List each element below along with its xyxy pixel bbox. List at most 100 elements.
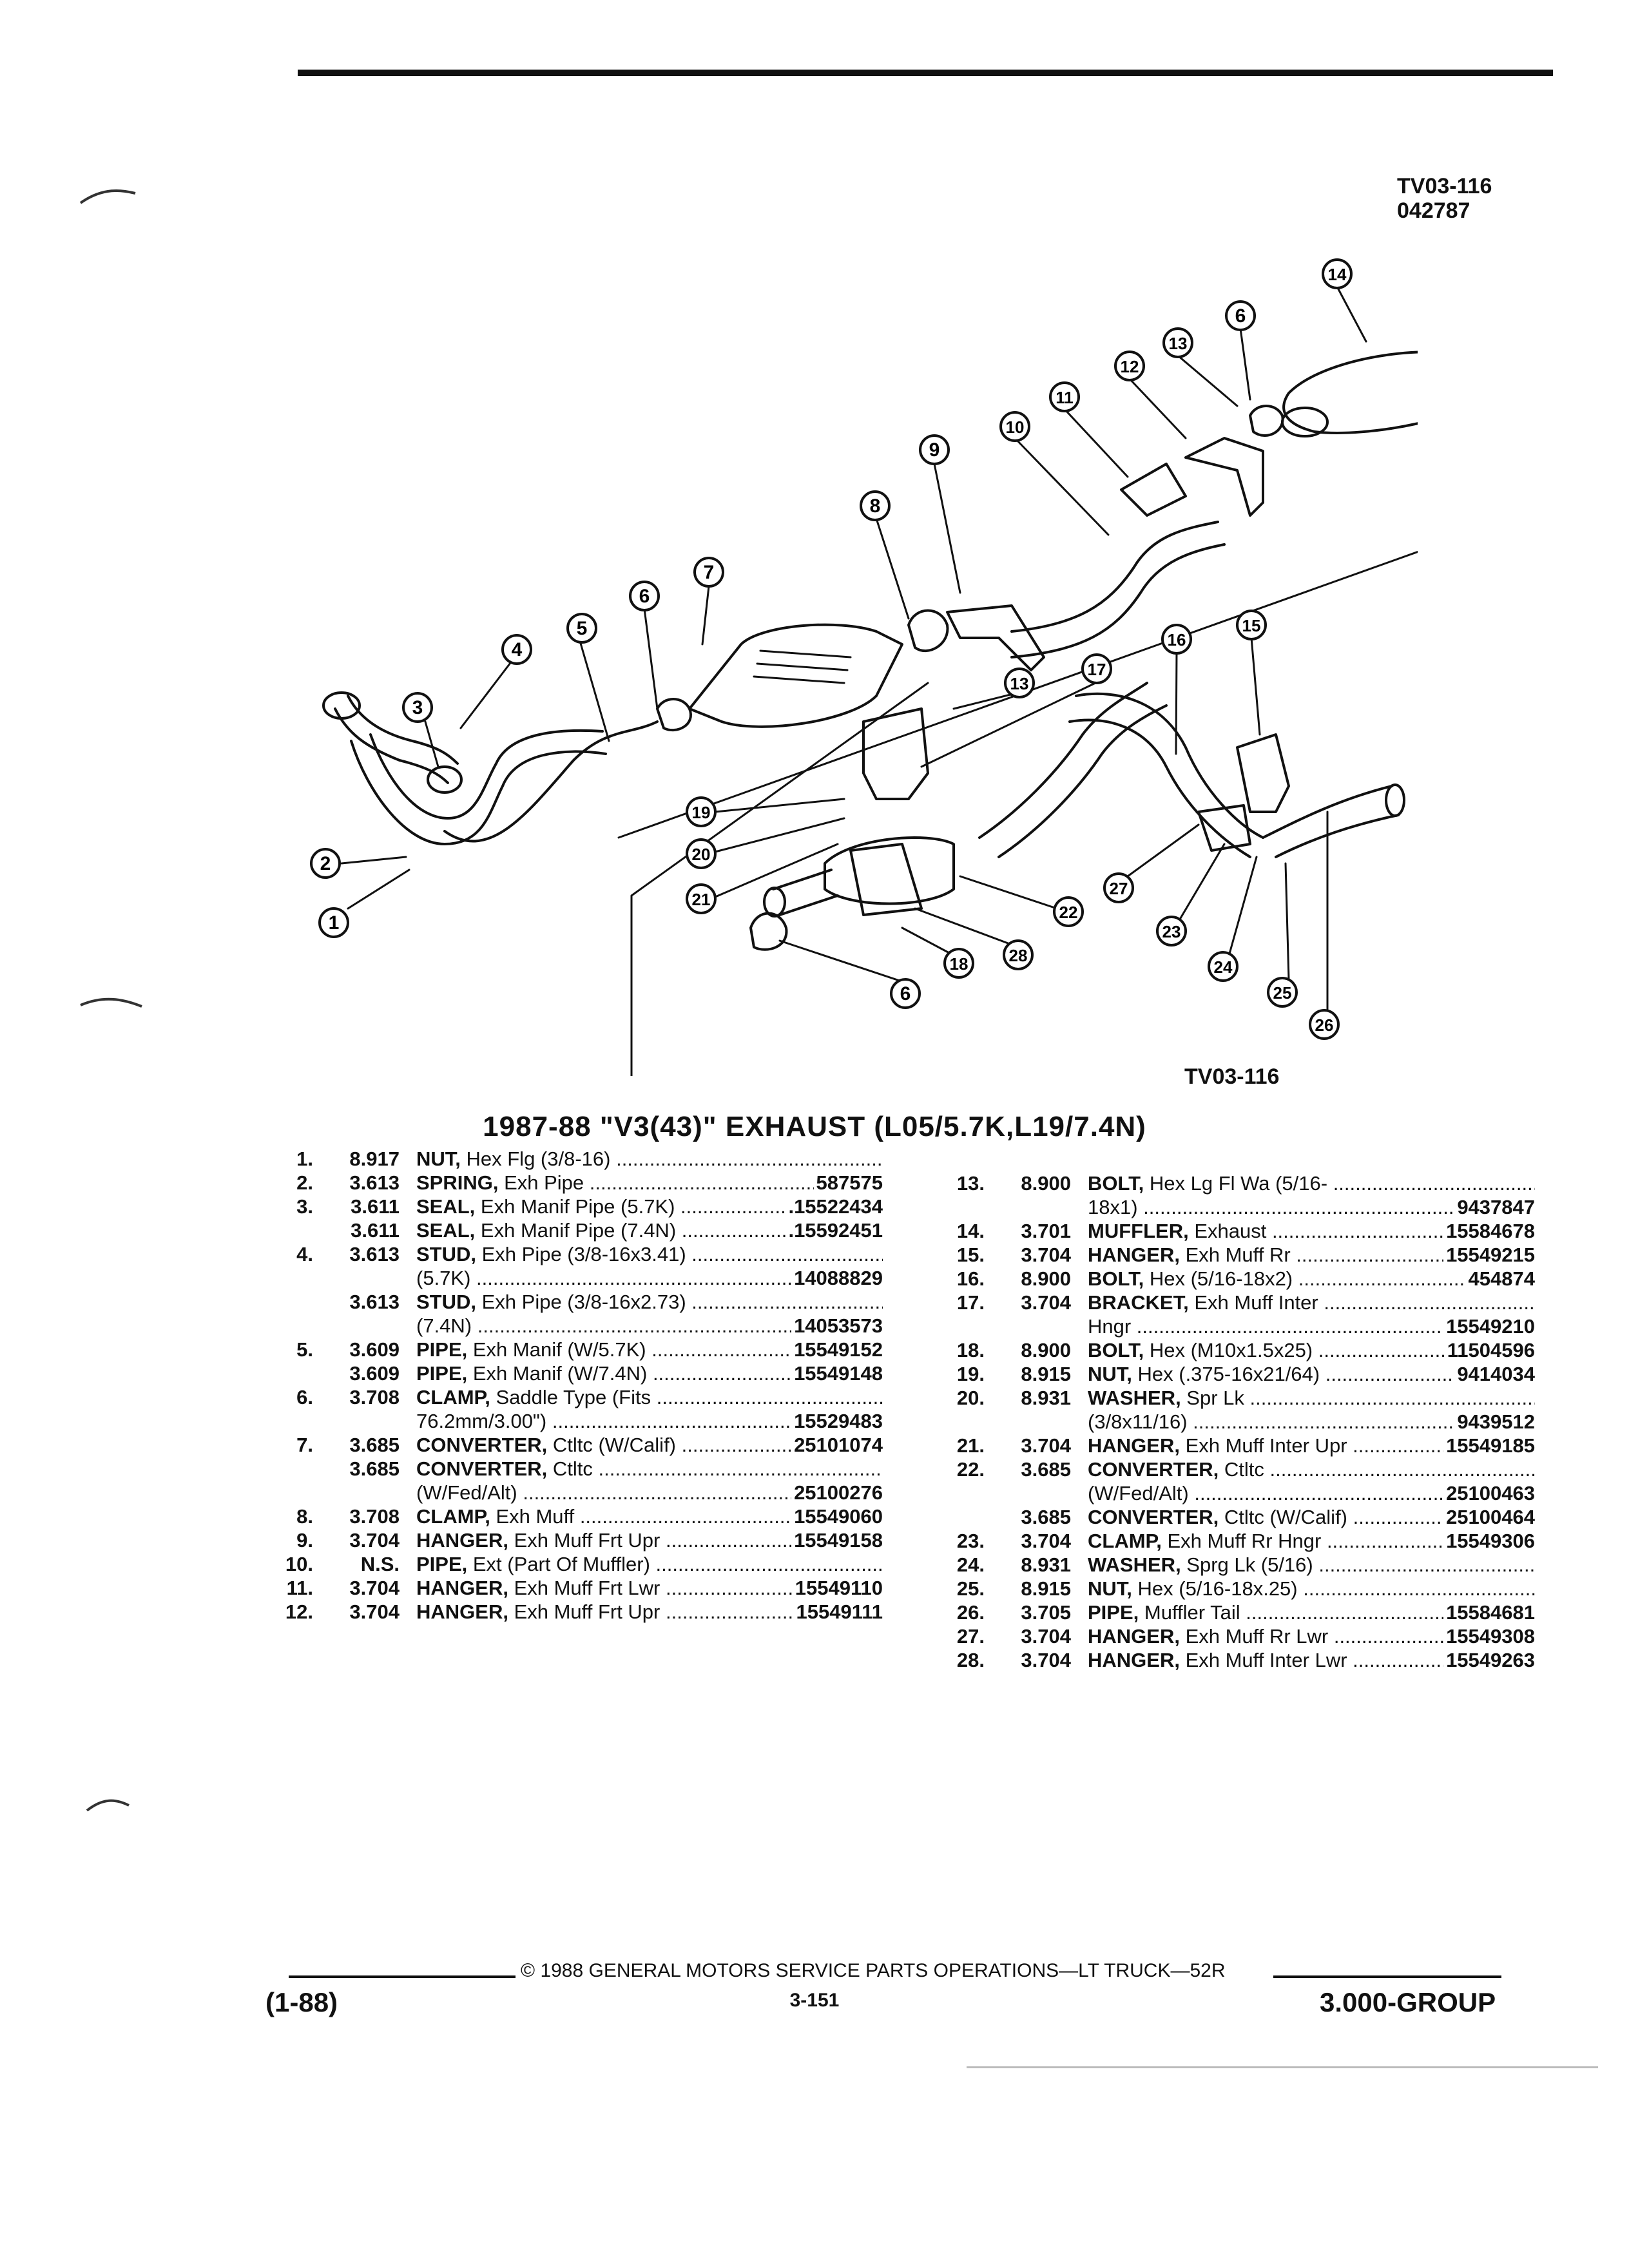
part-name: NUT, bbox=[1088, 1363, 1132, 1385]
part-number: 15584678 bbox=[1443, 1219, 1535, 1243]
group-code: 3.704 bbox=[1021, 1434, 1071, 1457]
leader-14 bbox=[1336, 285, 1367, 343]
group-number: 3.000-GROUP bbox=[1320, 1987, 1496, 2017]
flange-center bbox=[427, 765, 463, 794]
group-code: 8.915 bbox=[1021, 1577, 1071, 1600]
callout-6c: 6 bbox=[890, 978, 921, 1009]
converter-7-ribs bbox=[753, 649, 852, 684]
part-name: HANGER, bbox=[416, 1577, 508, 1599]
item-number: 9. bbox=[296, 1529, 313, 1552]
manifold-branch-2 bbox=[347, 695, 459, 765]
leader-15 bbox=[1250, 637, 1261, 736]
callout-label: 7 bbox=[704, 562, 715, 583]
part-name: SEAL, bbox=[416, 1219, 476, 1242]
item-number: 16. bbox=[956, 1267, 985, 1290]
hanger-28 bbox=[849, 843, 923, 916]
converter-22 bbox=[824, 836, 955, 905]
callout-2: 2 bbox=[310, 848, 341, 879]
group-code: 3.708 bbox=[349, 1505, 400, 1528]
part-name: BRACKET, bbox=[1088, 1291, 1189, 1314]
group-code: 3.704 bbox=[349, 1529, 400, 1552]
leader-18 bbox=[901, 927, 952, 955]
part-number: 15549152 bbox=[791, 1338, 883, 1361]
inlet-pipe-end bbox=[763, 887, 786, 918]
callout-1: 1 bbox=[318, 907, 349, 938]
item-number: 11. bbox=[286, 1577, 313, 1599]
group-code: 8.931 bbox=[1021, 1553, 1071, 1576]
callout-label: 22 bbox=[1059, 903, 1078, 922]
revision-date: (1-88) bbox=[265, 1987, 338, 2017]
part-detail: Ctltc ..................................… bbox=[1224, 1458, 1535, 1481]
pipe-10 bbox=[1010, 521, 1219, 633]
callout-16: 16 bbox=[1161, 624, 1192, 655]
part-number: 15549158 bbox=[791, 1528, 883, 1552]
item-number: 14. bbox=[956, 1220, 985, 1242]
part-number: 15549210 bbox=[1443, 1314, 1535, 1338]
scan-mark-1 bbox=[79, 189, 136, 204]
clamp-6-b bbox=[1249, 405, 1284, 437]
leader-23 bbox=[1179, 843, 1226, 919]
part-name: SEAL, bbox=[416, 1195, 476, 1218]
callout-label: 14 bbox=[1328, 265, 1347, 284]
part-number: 587575 bbox=[813, 1171, 883, 1195]
callout-21: 21 bbox=[686, 883, 717, 914]
callout-label: 19 bbox=[692, 803, 711, 822]
callout-9: 9 bbox=[919, 434, 950, 465]
part-detail: Sprg Lk (5/16) .........................… bbox=[1186, 1553, 1535, 1576]
callout-11: 11 bbox=[1049, 381, 1080, 412]
group-code: 3.704 bbox=[1021, 1649, 1071, 1671]
part-name: HANGER, bbox=[1088, 1649, 1180, 1671]
group-code: 8.931 bbox=[1021, 1387, 1071, 1409]
leader-6a bbox=[643, 608, 659, 710]
leader-8 bbox=[875, 517, 910, 620]
group-code: 3.613 bbox=[349, 1243, 400, 1265]
callout-26: 26 bbox=[1309, 1009, 1340, 1040]
part-name: CONVERTER, bbox=[1088, 1506, 1219, 1528]
part-number: 25100276 bbox=[791, 1481, 883, 1504]
part-name: HANGER, bbox=[416, 1529, 508, 1552]
callout-6b: 6 bbox=[1225, 300, 1256, 331]
group-code: 8.917 bbox=[349, 1148, 400, 1170]
pipe-lower-upper-2 bbox=[1068, 718, 1251, 858]
figure-code-bottom: TV03-116 bbox=[1184, 1064, 1280, 1089]
item-number: 10. bbox=[285, 1553, 313, 1575]
callout-label: 1 bbox=[329, 912, 340, 934]
part-detail: Hex Flg (3/8-16) .......................… bbox=[466, 1148, 883, 1170]
pipe-lower-rise bbox=[978, 682, 1148, 839]
callout-label: 13 bbox=[1010, 674, 1029, 693]
part-name: PIPE, bbox=[416, 1553, 468, 1575]
part-number: 25101074 bbox=[791, 1433, 883, 1457]
part-name: HANGER, bbox=[1088, 1434, 1180, 1457]
part-detail: Saddle Type (Fits ......................… bbox=[496, 1386, 883, 1408]
part-detail: Exh Pipe (3/8-16x3.41) .................… bbox=[481, 1243, 883, 1265]
part-description: STUD, Exh Pipe (3/8-16x3.41) ...........… bbox=[416, 1242, 883, 1266]
callout-label: 28 bbox=[1009, 946, 1028, 965]
callout-label: 27 bbox=[1110, 879, 1128, 898]
callout-27: 27 bbox=[1103, 872, 1134, 903]
callout-10: 10 bbox=[999, 411, 1030, 442]
part-number: 9439512 bbox=[1454, 1410, 1535, 1434]
pipe-lower-rise-2 bbox=[998, 704, 1168, 858]
leader-1 bbox=[347, 869, 410, 910]
section-title: 1987-88 "V3(43)" EXHAUST (L05/5.7K,L19/7… bbox=[483, 1111, 1146, 1142]
parts-row: 10.N.S.PIPE, Ext (Part Of Muffler) .....… bbox=[271, 1552, 883, 1576]
exhaust-exploded-diagram: 1234578910111214151617181920212223242526… bbox=[310, 258, 1418, 1076]
group-code: 3.611 bbox=[351, 1195, 400, 1218]
part-detail: Exh Muff Inter .........................… bbox=[1194, 1291, 1535, 1314]
callout-label: 18 bbox=[950, 954, 969, 974]
part-name: CLAMP, bbox=[416, 1505, 490, 1528]
part-detail: Exh Pipe (3/8-16x2.73) .................… bbox=[481, 1291, 883, 1313]
manifold-branch bbox=[334, 707, 449, 784]
leader-11 bbox=[1063, 408, 1129, 478]
pipe-lower-upper bbox=[1075, 692, 1264, 839]
callout-25: 25 bbox=[1267, 977, 1298, 1008]
part-name: PIPE, bbox=[416, 1362, 468, 1385]
parts-row: 18x1) ..................................… bbox=[942, 1195, 1535, 1219]
bottom-scan-line bbox=[967, 2066, 1598, 2068]
